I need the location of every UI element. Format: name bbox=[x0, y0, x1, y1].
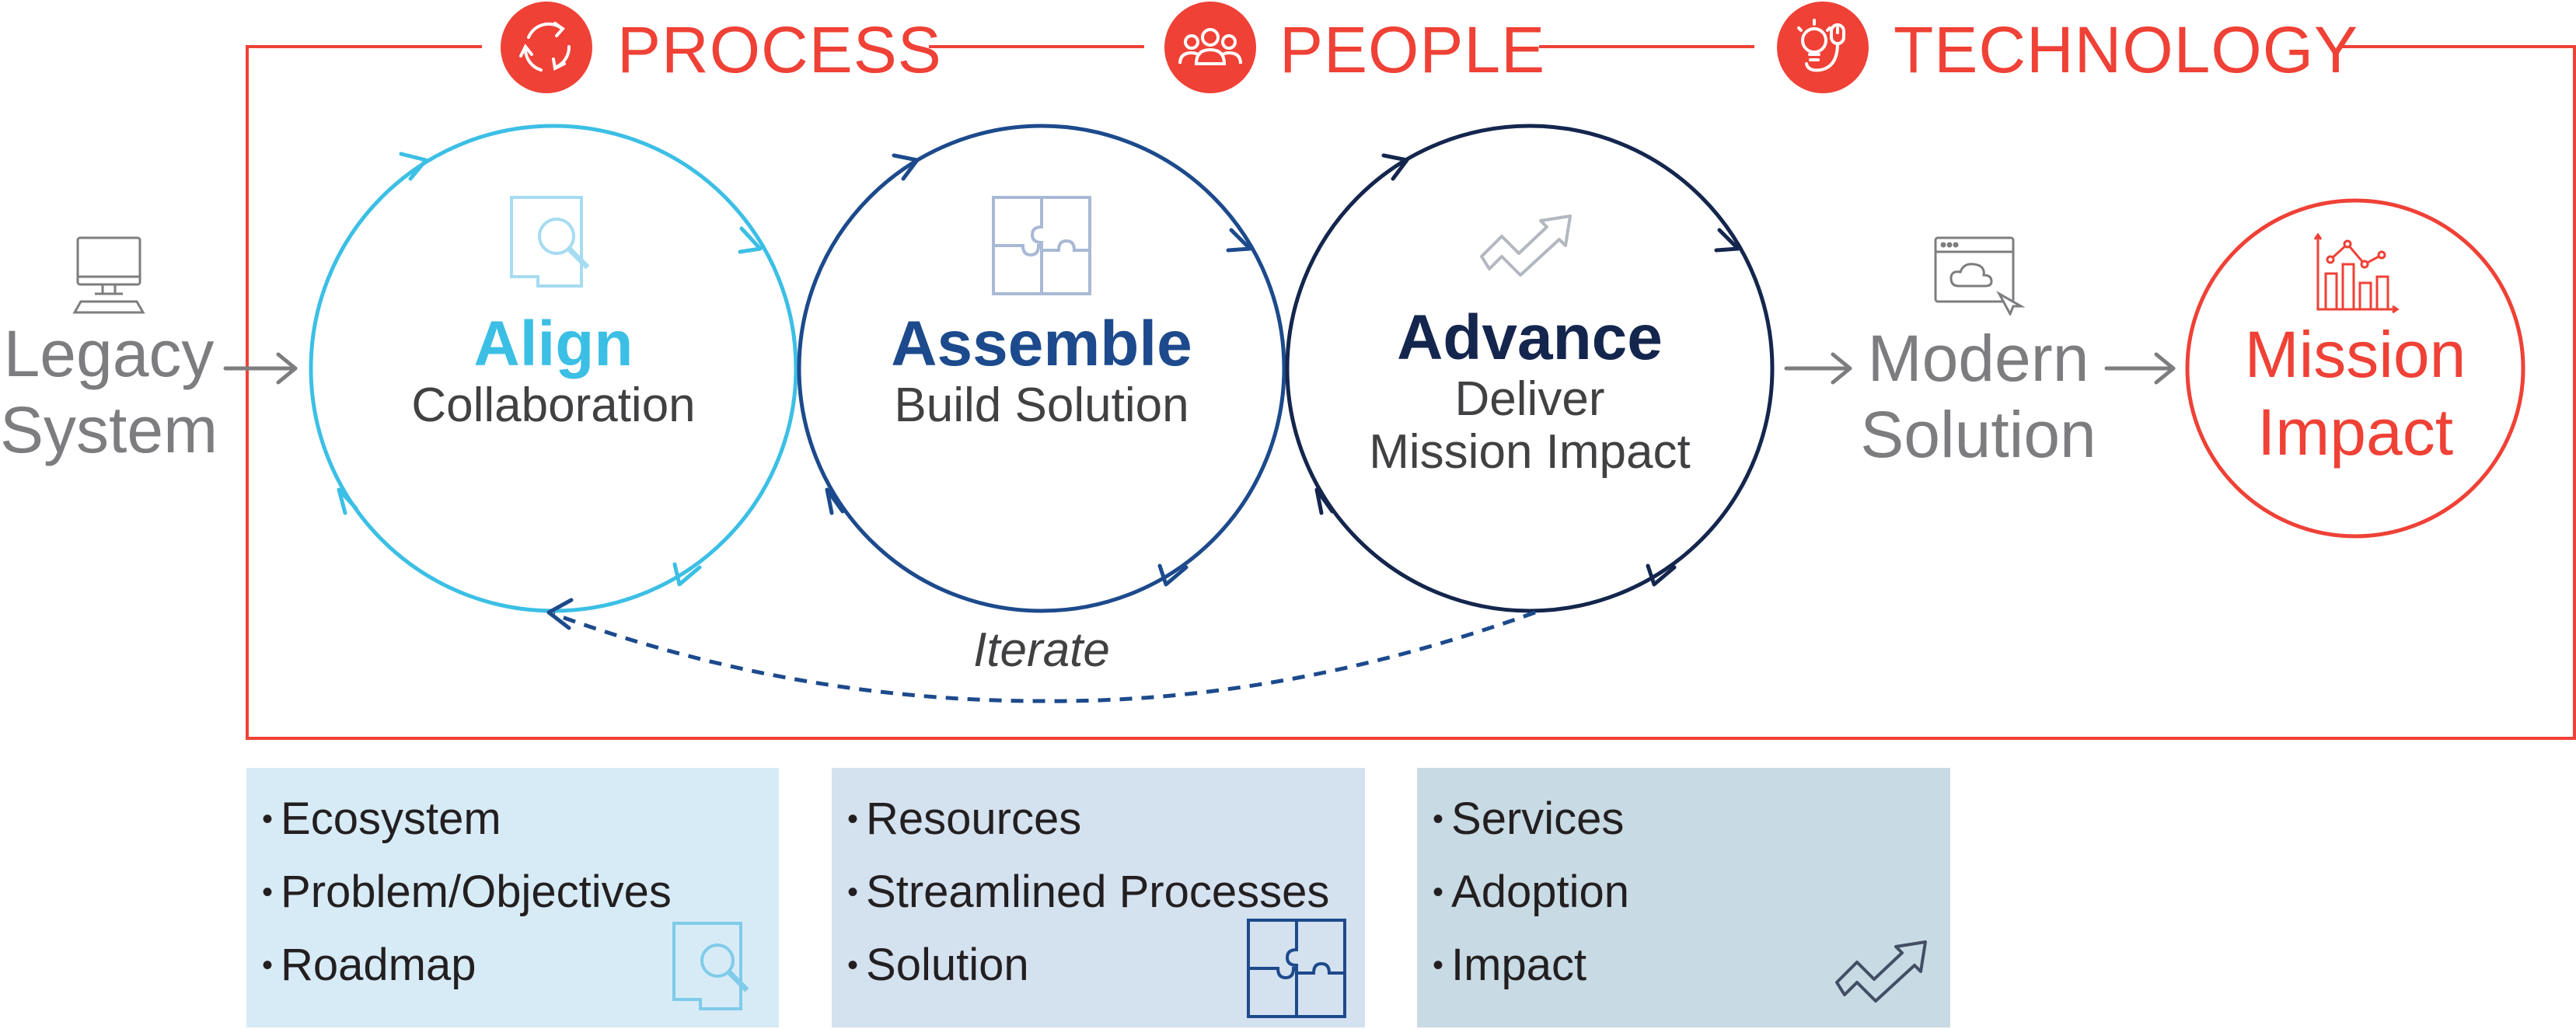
process-cycle-icon bbox=[501, 2, 592, 93]
advance-subtitle-line2: Mission Impact bbox=[1369, 425, 1691, 479]
list-item: Streamlined Processes bbox=[847, 858, 1365, 931]
advance-to-modern-arrow bbox=[1784, 352, 1852, 385]
cloud-browser-icon bbox=[1934, 236, 2026, 316]
mission-line2: Impact bbox=[2257, 396, 2454, 469]
align-circle-arrows bbox=[337, 152, 763, 587]
technology-lightbulb-icon bbox=[1777, 2, 1869, 93]
mission-circle bbox=[2185, 198, 2525, 539]
assemble-title: Assemble bbox=[891, 309, 1192, 379]
advance-circle bbox=[1285, 124, 1775, 613]
list-item: Resources bbox=[847, 785, 1365, 858]
modern-solution-label: Modern Solution bbox=[1850, 320, 2107, 473]
trend-arrow-icon bbox=[1835, 940, 1927, 1003]
align-subtitle: Collaboration bbox=[411, 378, 696, 432]
advance-text-group: Advance Deliver Mission Impact bbox=[1335, 303, 1724, 479]
align-details-list: Ecosystem Problem/Objectives Roadmap bbox=[246, 768, 779, 1004]
list-item: Problem/Objectives bbox=[262, 858, 779, 931]
advance-details-box: Services Adoption Impact bbox=[1417, 768, 1950, 1027]
align-title: Align bbox=[473, 309, 634, 379]
assemble-text-group: Assemble Build Solution bbox=[847, 309, 1236, 432]
mission-chart-icon bbox=[2313, 233, 2400, 314]
list-item: Impact bbox=[1433, 931, 1950, 1004]
legacy-to-align-arrow bbox=[223, 352, 298, 385]
list-item: Services bbox=[1433, 785, 1950, 858]
align-details-box: Ecosystem Problem/Objectives Roadmap bbox=[246, 768, 779, 1027]
align-search-document-icon bbox=[510, 196, 590, 288]
assemble-circle-arrows bbox=[825, 153, 1252, 587]
assemble-details-box: Resources Streamlined Processes Solution bbox=[832, 768, 1365, 1027]
search-document-icon bbox=[672, 922, 749, 1010]
modern-line1: Modern bbox=[1867, 322, 2089, 395]
align-text-group: Align Collaboration bbox=[359, 309, 748, 432]
assemble-subtitle: Build Solution bbox=[894, 378, 1189, 432]
technology-label: TECHNOLOGY bbox=[1894, 13, 2359, 86]
legacy-system-label: Legacy System bbox=[0, 316, 218, 468]
advance-trend-arrow-icon bbox=[1480, 215, 1572, 277]
mission-impact-label: Mission Impact bbox=[2215, 316, 2495, 471]
legacy-line2: System bbox=[0, 393, 218, 466]
legacy-line1: Legacy bbox=[3, 317, 215, 390]
people-label: PEOPLE bbox=[1279, 13, 1546, 86]
assemble-circle bbox=[797, 124, 1286, 613]
advance-title: Advance bbox=[1397, 302, 1663, 373]
list-item: Adoption bbox=[1433, 858, 1950, 931]
iterate-label: Iterate bbox=[973, 623, 1110, 677]
iterate-arrowhead bbox=[546, 598, 574, 630]
process-frame bbox=[246, 45, 2576, 740]
modern-line2: Solution bbox=[1860, 398, 2096, 471]
assemble-puzzle-icon bbox=[992, 196, 1091, 295]
mission-line1: Mission bbox=[2244, 318, 2466, 391]
assemble-details-list: Resources Streamlined Processes Solution bbox=[832, 768, 1365, 1004]
advance-subtitle-line1: Deliver bbox=[1454, 372, 1605, 426]
advance-details-list: Services Adoption Impact bbox=[1417, 768, 1950, 1004]
list-item: Ecosystem bbox=[262, 785, 779, 858]
iterate-path bbox=[553, 610, 1536, 703]
computer-icon bbox=[72, 236, 145, 314]
process-label: PROCESS bbox=[617, 13, 942, 86]
list-item: Roadmap bbox=[262, 931, 779, 1004]
list-item: Solution bbox=[847, 931, 1365, 1004]
advance-circle-arrows bbox=[1314, 153, 1740, 587]
modern-to-mission-arrow bbox=[2104, 352, 2176, 385]
people-group-icon bbox=[1164, 2, 1256, 93]
puzzle-icon bbox=[1247, 919, 1346, 1018]
